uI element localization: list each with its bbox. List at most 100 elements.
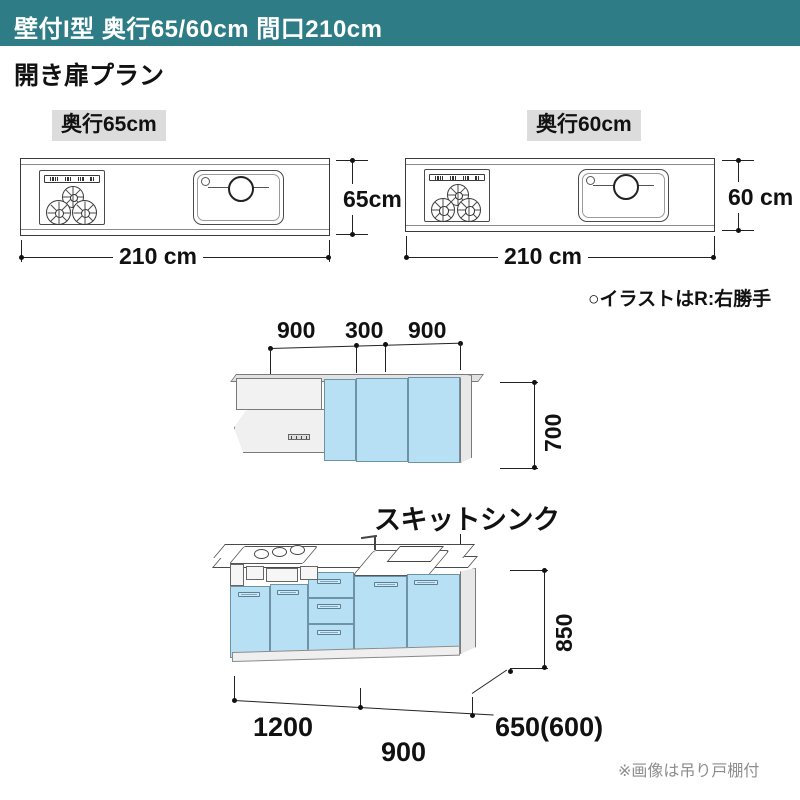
dim-endpoint	[542, 568, 547, 573]
dim-endpoint	[470, 713, 475, 718]
door-handle-4[interactable]	[414, 580, 438, 585]
cooktop-control-left	[246, 566, 264, 580]
wall-cabinet-door-1[interactable]	[324, 379, 356, 461]
counter-edge-line	[406, 164, 714, 165]
dim-extension-line	[385, 344, 386, 372]
wall-cabinet-door-3[interactable]	[408, 377, 460, 463]
burner-front-left	[431, 198, 455, 222]
upper-cabinet-illustration	[230, 368, 501, 476]
sink-inner-outline	[197, 174, 280, 221]
dim-extension-line	[714, 236, 715, 258]
dim-extension-line	[356, 345, 357, 373]
wall-cabinet-door-2[interactable]	[356, 378, 408, 462]
cooktop-control-panel	[428, 174, 486, 182]
dim-extension-line	[21, 240, 22, 262]
dim-extension-line	[234, 676, 235, 700]
dim-endpoint	[508, 669, 513, 674]
base-cabinet-door-3[interactable]	[354, 576, 407, 653]
dim-endpoint	[711, 255, 716, 260]
sink-overflow-hole	[586, 176, 595, 185]
faucet-column	[374, 536, 376, 550]
skit-sink-label: スキットシンク	[374, 505, 560, 535]
door-handle-1[interactable]	[238, 592, 260, 597]
page-title: 壁付I型 奥行65/60cm 間口210cm	[14, 16, 383, 43]
dim-extension-line	[329, 240, 330, 262]
dim-extension-line	[510, 570, 548, 571]
counter-edge-line	[21, 229, 329, 230]
cooktop-control-right	[300, 566, 318, 580]
base-cabinet-door-2[interactable]	[270, 584, 308, 657]
cooktop-control-display	[266, 568, 298, 582]
sink-center-line	[593, 185, 619, 187]
door-handle-2[interactable]	[277, 590, 299, 595]
cooktop-control-panel	[43, 175, 101, 183]
dim-endpoint	[542, 665, 547, 670]
dim-tick	[358, 705, 363, 710]
lower-cabinet-illustration	[211, 534, 504, 686]
drawer-handle-3[interactable]	[317, 630, 341, 635]
base-cabinet-right-side	[460, 568, 476, 654]
dim-label-lower-depth: 650(600)	[495, 712, 604, 742]
dim-label-lower-1200: 1200	[253, 712, 314, 742]
base-cabinet-door-4[interactable]	[407, 574, 460, 652]
dim-endpoint	[532, 465, 537, 470]
range-hood-switch	[288, 434, 310, 440]
dim-endpoint	[232, 698, 237, 703]
sink-center-line	[628, 185, 654, 187]
range-hood-skirt	[234, 409, 326, 453]
range-hood-body	[236, 378, 322, 410]
sink-top-view	[578, 169, 669, 222]
burner-front-right	[72, 200, 97, 225]
sink-drain	[612, 174, 639, 201]
dim-label-width-60: 210 cm	[498, 243, 589, 270]
dim-endpoint	[326, 255, 331, 260]
image-footnote: ※画像は吊り戸棚付	[618, 763, 760, 780]
counter-edge-line	[21, 164, 329, 165]
sink-drain	[227, 175, 254, 202]
dim-line-lower-height	[544, 570, 545, 668]
base-cabinet-door-1[interactable]	[230, 586, 270, 658]
top-view-plan-65	[20, 158, 330, 236]
dim-label-upper-900-left: 900	[277, 317, 316, 343]
door-handle-3[interactable]	[374, 582, 398, 587]
dim-label-lower-900: 900	[381, 737, 427, 767]
dim-extension-line	[270, 348, 271, 380]
burner-front-right	[457, 198, 481, 222]
dim-endpoint	[350, 232, 355, 237]
dim-tick	[383, 342, 388, 347]
top-view-plan-60	[405, 158, 715, 232]
burner-front-left	[46, 200, 71, 225]
dim-extension-line	[460, 342, 461, 370]
dim-extension-line	[472, 697, 473, 716]
depth-label-65: 奥行65cm	[52, 110, 166, 142]
dim-extension-line	[510, 668, 548, 669]
dim-label-upper-900-right: 900	[408, 317, 447, 343]
dim-label-lower-height: 850	[551, 613, 577, 652]
header-bar: 壁付I型 奥行65/60cm 間口210cm	[0, 0, 800, 46]
cabinet-right-side-panel	[460, 375, 472, 463]
sink-inner-outline	[582, 173, 665, 218]
dim-label-depth-60: 60 cm	[726, 182, 796, 213]
base-drawer-2[interactable]	[308, 598, 354, 624]
cooktop-top-view	[39, 170, 105, 225]
drawer-handle-1[interactable]	[317, 579, 341, 584]
dim-extension-line	[406, 236, 407, 258]
illustration-handedness-note: ○イラストはR:右勝手	[588, 289, 772, 310]
cooktop-burner-mid	[272, 547, 287, 557]
dim-label-upper-height: 700	[540, 413, 566, 452]
dim-label-upper-300: 300	[345, 317, 384, 343]
dim-line-upper-height	[534, 382, 535, 468]
dim-tick	[354, 343, 359, 348]
dim-extension-line	[500, 382, 538, 383]
dim-endpoint	[350, 158, 355, 163]
sink-overflow-hole	[201, 177, 210, 186]
drawer-handle-2[interactable]	[317, 604, 341, 609]
sink-center-line	[243, 186, 269, 188]
cooktop-burner-left	[254, 549, 269, 559]
depth-label-60: 奥行60cm	[527, 110, 641, 142]
side-control-panel	[230, 564, 244, 586]
dim-endpoint	[404, 255, 409, 260]
dim-extension-line	[360, 688, 361, 707]
dim-endpoint	[19, 255, 24, 260]
cooktop-top-view	[424, 169, 490, 222]
